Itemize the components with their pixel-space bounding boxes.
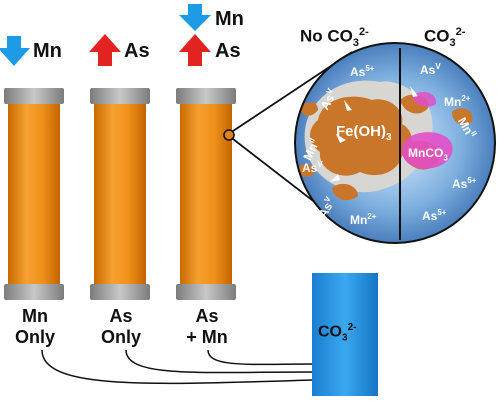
mnco3-precipitate [402, 132, 453, 169]
zoom-point-icon [223, 129, 235, 141]
reservoir-label: CO32- [318, 322, 357, 344]
species-as5: As5+ [422, 208, 447, 223]
mnco3-label: MnCO3 [408, 146, 448, 163]
as-up-arrow-icon [179, 34, 211, 66]
tubing [41, 349, 313, 385]
fe-oxide-particle [310, 96, 412, 176]
species-asv: AsV [302, 160, 323, 175]
species-as5: As5+ [350, 64, 375, 79]
arrow-label-mn-col1: Mn [33, 40, 62, 62]
header-no-carbonate: No CO32- [300, 26, 369, 50]
column-as-only [90, 88, 150, 300]
as-up-arrow-icon [89, 34, 121, 66]
species-mn2: Mn2+ [444, 94, 471, 109]
mn-down-arrow-icon [0, 36, 30, 66]
arrow-label-mn-col3: Mn [215, 8, 244, 30]
sorption-arrows [330, 86, 418, 182]
species-asv: AsV [420, 62, 441, 77]
mn-down-arrow-icon [179, 4, 211, 31]
species-mn2: Mn2+ [350, 212, 377, 227]
carbonate-reservoir [312, 273, 378, 396]
magnified-view [294, 42, 496, 244]
fe-hydroxide-label: Fe(OH)3 [336, 123, 392, 143]
column-label-as-mn: As+ Mn [186, 306, 228, 347]
column-as-mn [176, 88, 236, 300]
species-as5: As5+ [452, 176, 477, 191]
arrow-label-as-col3: As [215, 40, 241, 62]
arrow-label-as-col2: As [124, 40, 150, 62]
column-mn-only [4, 88, 64, 300]
header-carbonate: CO32- [424, 26, 466, 50]
